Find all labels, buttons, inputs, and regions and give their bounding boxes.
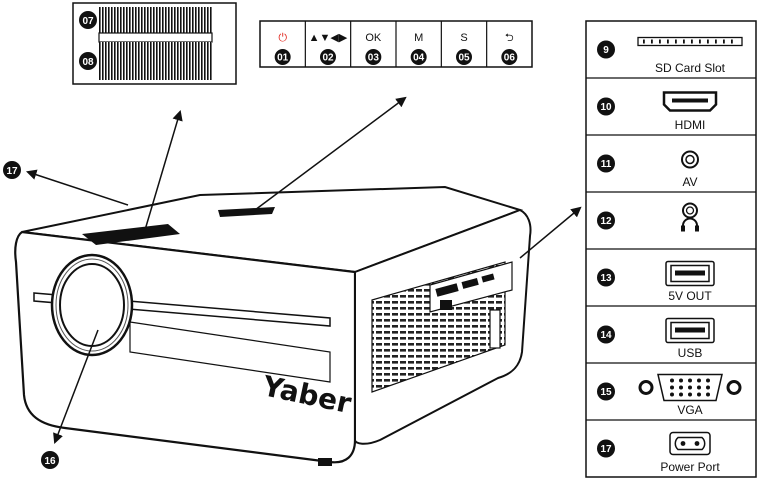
badge-15: [597, 382, 615, 401]
control-button-03[interactable]: OK 03: [350, 21, 382, 67]
badge-03: [365, 49, 382, 65]
top-button-strip: [218, 207, 275, 217]
badge-12: [597, 211, 615, 230]
control-button-06[interactable]: ⮌ 06: [486, 21, 518, 67]
focus-wheel-panel: 07 08: [72, 2, 237, 85]
control-button-01[interactable]: ⏻ 01: [274, 32, 291, 65]
badge-14-text: 14: [600, 330, 612, 341]
control-button-symbol: ▲▼◀▶: [309, 32, 348, 44]
port-label: HDMI: [675, 118, 706, 132]
usb-port-icon: [665, 260, 715, 287]
top-focus-area: [82, 224, 180, 245]
badge-11-text: 11: [601, 159, 612, 170]
control-button-04[interactable]: M 04: [395, 21, 427, 67]
port-label: USB: [678, 346, 703, 360]
badge-02-text: 02: [322, 53, 334, 64]
control-button-05[interactable]: S 05: [440, 21, 472, 67]
badge-08: [79, 52, 97, 70]
control-button-symbol: M: [414, 32, 423, 44]
port-row-12: 12: [586, 191, 756, 232]
av-jack-icon: [681, 150, 699, 169]
control-button-symbol: S: [460, 32, 467, 44]
badge-07: [79, 11, 97, 29]
projector-illustration: Yaber: [14, 185, 532, 466]
usb-port-icon: [665, 317, 715, 344]
control-button-symbol: ⏻: [278, 32, 287, 44]
callout-arrows: 17 16: [3, 96, 582, 469]
badge-04-text: 04: [413, 53, 425, 64]
arrow-to-lens: [53, 329, 99, 444]
port-row-9: 9 SD Card Slot: [597, 36, 743, 75]
sd-card-slot-icon: [637, 36, 743, 47]
focus-wheel-top[interactable]: [99, 7, 212, 35]
badge-14: [597, 325, 615, 344]
arrow-to-port-panel: [519, 206, 582, 259]
badge-15-text: 15: [600, 387, 612, 398]
badge-05: [456, 49, 472, 65]
arrow-to-focus-panel: [144, 109, 183, 231]
side-port-vga: [489, 309, 501, 349]
badge-05-text: 05: [458, 53, 470, 64]
side-port-usb: [461, 278, 479, 289]
badge-13: [597, 268, 615, 287]
badge-08-text: 08: [82, 57, 94, 68]
badge-10: [597, 97, 615, 116]
badge-10-text: 10: [600, 102, 612, 113]
badge-9: [597, 40, 615, 59]
badge-17: [597, 439, 615, 458]
badge-07-text: 07: [82, 16, 94, 27]
control-buttons-panel: ⏻ 01 ▲▼◀▶ 02 OK 03 M 04 S 05 ⮌ 06: [259, 20, 533, 68]
control-button-symbol: ⮌: [505, 32, 514, 44]
hdmi-port-icon: [662, 91, 718, 112]
badge-01-text: 01: [277, 53, 289, 64]
vga-port-icon: [638, 373, 742, 402]
headphone-jack-icon: [681, 202, 699, 232]
control-button-02[interactable]: ▲▼◀▶ 02: [304, 21, 348, 67]
badge-04: [410, 49, 427, 65]
side-port-small: [440, 300, 452, 310]
badge-06-text: 06: [504, 53, 516, 64]
badge-lens: [41, 451, 59, 469]
port-label: Power Port: [660, 460, 720, 474]
focus-wheel-bottom[interactable]: [99, 42, 212, 80]
badge-11: [597, 154, 615, 173]
badge-lens-text: 16: [44, 456, 56, 467]
badge-06: [501, 49, 518, 65]
badge-17-text: 17: [600, 444, 612, 455]
badge-02: [320, 49, 336, 65]
badge-03-text: 03: [368, 53, 380, 64]
port-label: VGA: [677, 403, 702, 417]
port-label: AV: [682, 175, 697, 189]
lens: [59, 263, 125, 347]
badge-9-text: 9: [603, 45, 609, 56]
arrow-to-control-panel: [254, 96, 407, 211]
power-port-icon: [669, 431, 711, 456]
control-button-symbol: OK: [365, 32, 382, 44]
badge-vent: [3, 161, 21, 179]
port-label: SD Card Slot: [655, 61, 726, 75]
badge-13-text: 13: [600, 273, 612, 284]
side-port-hdmi: [435, 283, 459, 297]
badge-vent-text: 17: [6, 166, 18, 177]
port-label: 5V OUT: [668, 289, 712, 303]
badge-01: [274, 49, 291, 65]
side-port-av: [481, 273, 495, 283]
arrow-to-vent: [26, 169, 129, 206]
badge-12-text: 12: [600, 216, 612, 227]
port-row-13: 13 5V OUT: [586, 248, 756, 303]
